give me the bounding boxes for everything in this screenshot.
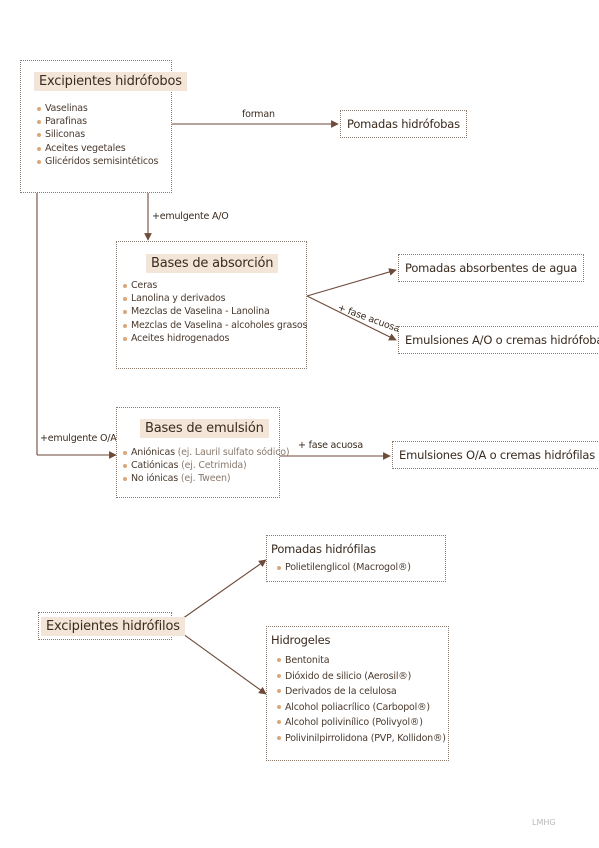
list-item: Glicéridos semisintéticos [36, 155, 158, 168]
list-item: Alcohol poliacrílico (Carbopol®) [276, 700, 446, 716]
emulsion-list: Aniónicas (ej. Lauril sulfato sódico) Ca… [122, 446, 290, 486]
edge-label-emulgente-ao: +emulgente A/O [152, 211, 229, 222]
absorption-list: Ceras Lanolina y derivados Mezclas de Va… [122, 279, 307, 345]
target-wo-emulsions: Emulsiones A/O o cremas hidrófobas [398, 326, 599, 354]
emulsion-title: Bases de emulsión [140, 419, 269, 438]
list-item: Polietilenglicol (Macrogol®) [276, 561, 411, 574]
list-item: Siliconas [36, 128, 158, 141]
list-item: Bentonita [276, 653, 446, 669]
hydrophilic-ointments-box [266, 535, 446, 582]
list-item: Polivinilpirrolidona (PVP, Kollidon®) [276, 731, 446, 747]
edge-label-emulgente-oa: +emulgente O/A [40, 433, 117, 444]
edge-label-forman: forman [242, 109, 275, 120]
arrow-to-water-absorbing [306, 268, 397, 297]
item-note: (ej. Tween) [180, 473, 231, 485]
list-item: Derivados de la celulosa [276, 684, 446, 700]
arrow-to-hydrophilic-ointments [171, 559, 267, 627]
item-note: (ej. Cetrimida) [181, 460, 247, 472]
target-ow-emulsions: Emulsiones O/A o cremas hidrófilas [392, 441, 599, 469]
target-water-absorbing-ointments: Pomadas absorbentes de agua [398, 254, 585, 282]
list-item: Lanolina y derivados [122, 292, 307, 305]
hydrophilic-ointments-title: Pomadas hidrófilas [271, 542, 376, 556]
item-main: No iónicas [131, 473, 179, 485]
list-item: No iónicas (ej. Tween) [122, 472, 289, 485]
absorption-title: Bases de absorción [146, 254, 279, 273]
item-note: (ej. Lauril sulfato sódico) [177, 447, 290, 458]
list-item: Mezclas de Vaselina - alcoholes grasos [122, 319, 307, 332]
footer-signature: LMHG [532, 818, 556, 827]
hydrogels-title: Hidrogeles [271, 633, 331, 647]
target-hydrophobic-ointments: Pomadas hidrófobas [340, 110, 467, 138]
list-item: Aceites hidrogenados [122, 332, 307, 345]
list-item: Mezclas de Vaselina - Lanolina [122, 305, 307, 318]
hydrogels-box [266, 626, 449, 761]
edge-label-fase-acuosa-2: + fase acuosa [298, 440, 364, 451]
item-main: Catiónicas [131, 460, 179, 472]
list-item: Aniónicas (ej. Lauril sulfato sódico) [122, 446, 290, 459]
list-item: Ceras [122, 279, 307, 292]
list-item: Aceites vegetales [36, 142, 158, 155]
hydrophobic-title: Excipientes hidrófobos [34, 72, 187, 91]
hydrophobic-list: Vaselinas Parafinas Siliconas Aceites ve… [36, 102, 158, 168]
arrow-to-wo-emulsions [306, 295, 397, 341]
hydrophilic-title: Excipientes hidrófilos [41, 617, 185, 636]
hydrophilic-ointments-list: Polietilenglicol (Macrogol®) [276, 561, 411, 574]
list-item: Alcohol polivinílico (Polivyol®) [276, 715, 446, 731]
list-item: Catiónicas (ej. Cetrimida) [122, 459, 289, 472]
list-item: Vaselinas [36, 102, 158, 115]
hydrogels-list: Bentonita Dióxido de silicio (Aerosil®) … [276, 653, 446, 746]
list-item: Dióxido de silicio (Aerosil®) [276, 669, 446, 685]
list-item: Parafinas [36, 115, 158, 128]
arrow-to-hydrogels [171, 625, 267, 695]
item-main: Aniónicas [131, 447, 175, 458]
